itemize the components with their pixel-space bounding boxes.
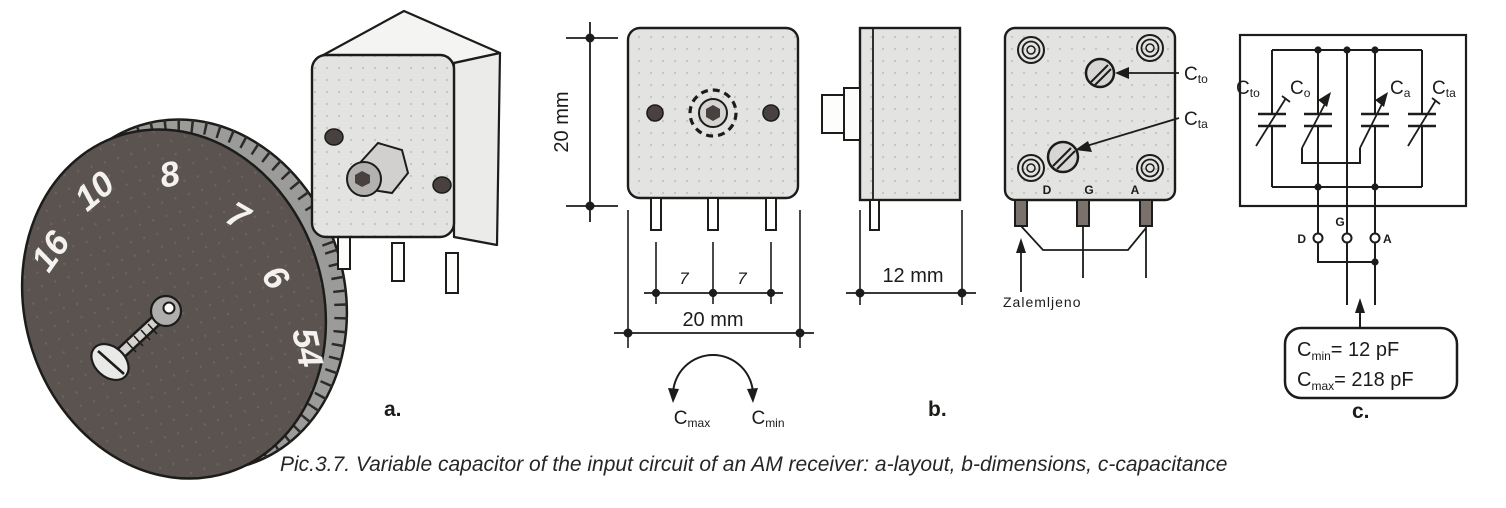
cap-symbol: C	[1290, 78, 1304, 99]
isometric-view	[310, 9, 502, 294]
cmin-amount: = 12 pF	[1331, 339, 1399, 361]
soldered-pins	[1014, 199, 1153, 227]
cmax-label: Cmax	[674, 408, 710, 430]
cmax-amount: = 218 pF	[1334, 369, 1414, 391]
soldered-note: Zalemljeno	[1003, 294, 1081, 310]
shaft	[821, 87, 861, 141]
cap-symbol: C	[1236, 78, 1250, 99]
cmax-symbol: C	[674, 408, 688, 429]
schematic-wiring	[1271, 49, 1423, 233]
cto-symbol: C	[1184, 64, 1198, 85]
pin	[765, 197, 777, 231]
mount-hole	[432, 176, 452, 194]
cta-subscript: ta	[1198, 117, 1208, 131]
height-dimension	[566, 22, 618, 222]
shaft-boss	[346, 141, 410, 197]
cmax-symbol: C	[1297, 369, 1311, 391]
cmin-value: Cmin= 12 pF	[1297, 339, 1399, 363]
cmax-subscript: max	[688, 416, 711, 430]
capacitor-plates	[1258, 112, 1436, 128]
pitch-label-right: 7	[737, 269, 747, 288]
pin	[869, 199, 880, 231]
capacitor-body-3d	[310, 9, 502, 294]
cap-symbol: C	[1432, 78, 1446, 99]
cap-subscript: ta	[1446, 86, 1456, 100]
pitch-label-left: 7	[679, 269, 689, 288]
shaft-bushing	[688, 88, 738, 138]
trimmer-cto-label: Cto	[1184, 64, 1208, 86]
tuning-dial-illustration: 16 10 8 7 6 54	[20, 118, 349, 480]
cto-pointer-arrow	[1115, 67, 1179, 79]
cmin-subscript: min	[765, 416, 784, 430]
width-dim-label: 20 mm	[682, 309, 743, 331]
schematic-cap-label-co: Co	[1290, 78, 1311, 100]
view-label-c: c.	[1352, 400, 1370, 423]
schematic-terminal-a: A	[1383, 232, 1392, 246]
side-view-dimensions: 12 mm	[821, 26, 976, 305]
cap-subscript: to	[1250, 86, 1260, 100]
front-view-dimensions: 20 mm 7 7 20 mm	[551, 22, 814, 430]
screw-slot	[97, 350, 125, 375]
cap-symbol: C	[1390, 78, 1404, 99]
capacitance-schematic: Cto Co Ca Cta D G A Cmin= 12	[1236, 33, 1468, 400]
figure-caption: Pic.3.7. Variable capacitor of the input…	[280, 453, 1228, 476]
trimmer-cta-label: Cta	[1184, 109, 1208, 131]
schematic-cap-label-cta: Cta	[1432, 78, 1456, 100]
width-dimension	[614, 210, 814, 348]
cmin-subscript: min	[1311, 349, 1330, 363]
rotation-arrow	[668, 354, 758, 403]
schematic-enclosure	[1238, 33, 1468, 208]
trimmer-cta-screw	[1046, 140, 1080, 174]
cmax-subscript: max	[1311, 379, 1334, 393]
pin	[337, 232, 351, 270]
body-side-face	[452, 51, 502, 247]
pin	[650, 197, 662, 231]
cto-subscript: to	[1198, 72, 1208, 86]
terminal-letter-a: A	[1131, 183, 1140, 197]
cmin-symbol: C	[751, 408, 765, 429]
cap-subscript: a	[1404, 86, 1411, 100]
schematic-cap-label-ca: Ca	[1390, 78, 1411, 100]
depth-dimension	[846, 210, 976, 305]
junction-dot	[1371, 258, 1379, 266]
terminal-tails	[1317, 243, 1376, 305]
cta-symbol: C	[1184, 109, 1198, 130]
mount-hole	[762, 104, 780, 122]
height-dim-label: 20 mm	[551, 91, 573, 152]
schematic-cap-label-cto: Cto	[1236, 78, 1260, 100]
pin-wires	[1020, 225, 1147, 278]
pin	[707, 197, 719, 231]
trimmer-strokes	[1255, 95, 1441, 147]
back-view-trimmers: Cto Cta D G A Zalemljeno	[1003, 26, 1208, 310]
pin	[445, 252, 459, 294]
schematic-terminal-g: G	[1335, 215, 1344, 229]
mount-hole	[324, 128, 344, 146]
terminal-letter-g: G	[1084, 183, 1093, 197]
cta-pointer-arrow	[1075, 117, 1180, 152]
view-label-b: b.	[928, 398, 947, 421]
terminal-letter-d: D	[1043, 183, 1052, 197]
capacitance-value-box	[1283, 326, 1459, 400]
schematic-terminal-d: D	[1297, 232, 1306, 246]
trimmer-cto-screw	[1084, 57, 1116, 89]
cmax-value: Cmax= 218 pF	[1297, 369, 1414, 393]
cmin-symbol: C	[1297, 339, 1311, 361]
corner-rivets	[1017, 34, 1164, 182]
schematic-terminals	[1312, 232, 1381, 244]
body-side	[858, 26, 962, 202]
cap-subscript: o	[1304, 86, 1311, 100]
depth-dim-label: 12 mm	[882, 265, 943, 287]
variable-arrows	[1301, 92, 1388, 149]
pin	[391, 242, 405, 282]
cmin-label: Cmin	[751, 408, 784, 430]
value-pointer-arrow	[1355, 298, 1365, 328]
soldered-arrow	[1016, 238, 1026, 292]
dial-number: 54	[284, 325, 330, 371]
view-label-a: a.	[384, 398, 402, 421]
tuning-screw	[90, 294, 183, 382]
pin-pitch-dimension	[644, 242, 783, 304]
mount-hole	[646, 104, 664, 122]
junction-dots	[1314, 46, 1379, 191]
